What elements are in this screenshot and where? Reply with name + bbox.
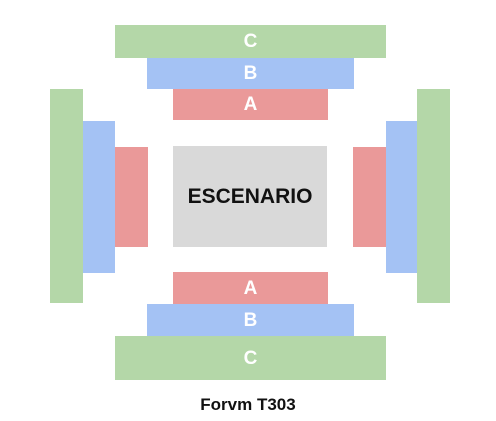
section-bottom-a-label: A — [243, 277, 258, 299]
section-bottom-c[interactable]: C — [115, 336, 386, 380]
section-left-b[interactable] — [83, 121, 115, 273]
section-right-b[interactable] — [386, 121, 417, 273]
section-bottom-a[interactable]: A — [173, 272, 328, 304]
section-bottom-b-label: B — [243, 309, 258, 331]
section-right-c[interactable] — [417, 89, 450, 303]
section-right-a[interactable] — [353, 147, 386, 247]
section-left-c[interactable] — [50, 89, 83, 303]
section-bottom-b[interactable]: B — [147, 304, 354, 336]
section-top-b[interactable]: B — [147, 58, 354, 89]
stage-label: ESCENARIO — [187, 184, 313, 208]
section-top-c[interactable]: C — [115, 25, 386, 58]
venue-name: Forvm T303 — [200, 395, 296, 414]
section-top-b-label: B — [243, 63, 258, 84]
section-bottom-c-label: C — [243, 347, 258, 369]
section-top-c-label: C — [243, 31, 258, 52]
section-top-a-label: A — [243, 94, 258, 115]
section-left-a[interactable] — [115, 147, 148, 247]
stage: ESCENARIO — [173, 146, 327, 247]
section-top-a[interactable]: A — [173, 89, 328, 120]
